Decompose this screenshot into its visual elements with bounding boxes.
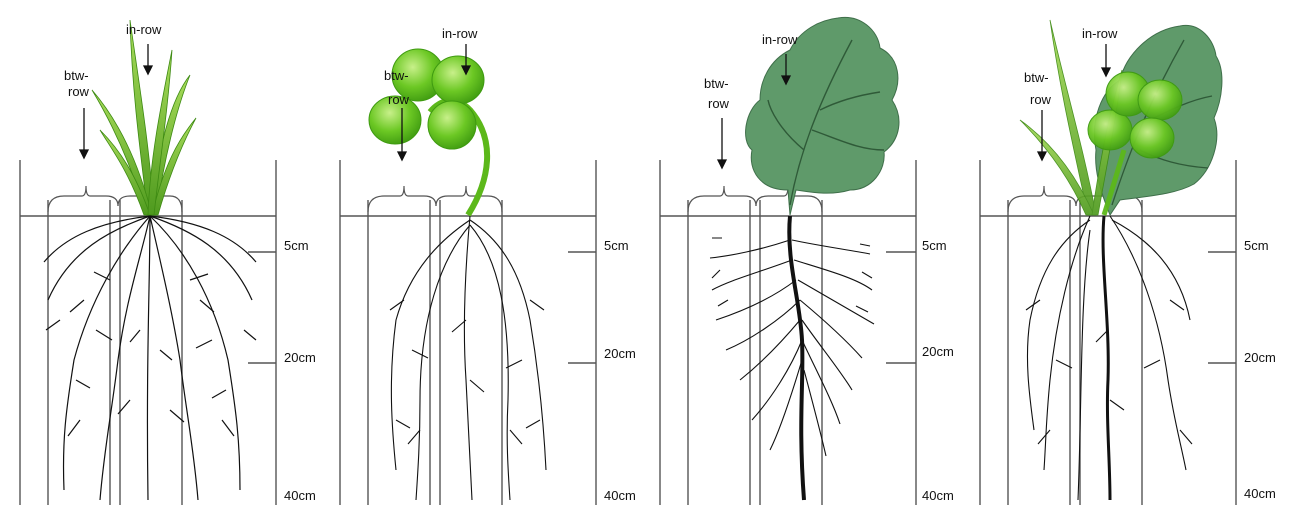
panel-brassica [660, 17, 916, 505]
btw-row-label-line1: btw- [704, 76, 729, 91]
btw-row-label-line1: btw- [1024, 70, 1049, 85]
btw-row-label-line1: btw- [384, 68, 409, 83]
btw-row-label-line2: row [1030, 92, 1052, 107]
clover-roots [390, 216, 546, 500]
depth-label-5cm: 5cm [1244, 238, 1269, 253]
btw-row-label-line2: row [388, 92, 410, 107]
soil-frame [660, 160, 916, 505]
depth-label-5cm: 5cm [922, 238, 947, 253]
brassica-roots [710, 216, 874, 500]
panel-mixture [980, 20, 1236, 505]
btw-row-label-line2: row [708, 96, 730, 111]
in-row-arrow [1102, 44, 1110, 76]
btw-row-label-line1: btw- [64, 68, 89, 83]
depth-label-20cm: 20cm [1244, 350, 1276, 365]
mixture-roots [1026, 216, 1192, 500]
depth-label-40cm: 40cm [1244, 486, 1276, 501]
in-row-label: in-row [1082, 26, 1118, 41]
grass-roots [44, 216, 256, 500]
depth-label-40cm: 40cm [604, 488, 636, 503]
btw-row-arrow [718, 118, 726, 168]
depth-label-5cm: 5cm [604, 238, 629, 253]
depth-label-40cm: 40cm [284, 488, 316, 503]
panel-clover [340, 44, 596, 505]
in-row-arrow [144, 44, 152, 74]
in-row-label: in-row [126, 22, 162, 37]
depth-label-20cm: 20cm [604, 346, 636, 361]
in-row-label: in-row [442, 26, 478, 41]
depth-label-40cm: 40cm [922, 488, 954, 503]
in-row-label: in-row [762, 32, 798, 47]
depth-label-20cm: 20cm [922, 344, 954, 359]
grass-plant [92, 20, 196, 215]
depth-label-5cm: 5cm [284, 238, 309, 253]
panel-grass [20, 20, 276, 505]
depth-label-20cm: 20cm [284, 350, 316, 365]
btw-row-arrow [80, 108, 88, 158]
brassica-leaf [746, 17, 899, 215]
btw-row-label-line2: row [68, 84, 90, 99]
btw-row-arrow [1038, 110, 1046, 160]
